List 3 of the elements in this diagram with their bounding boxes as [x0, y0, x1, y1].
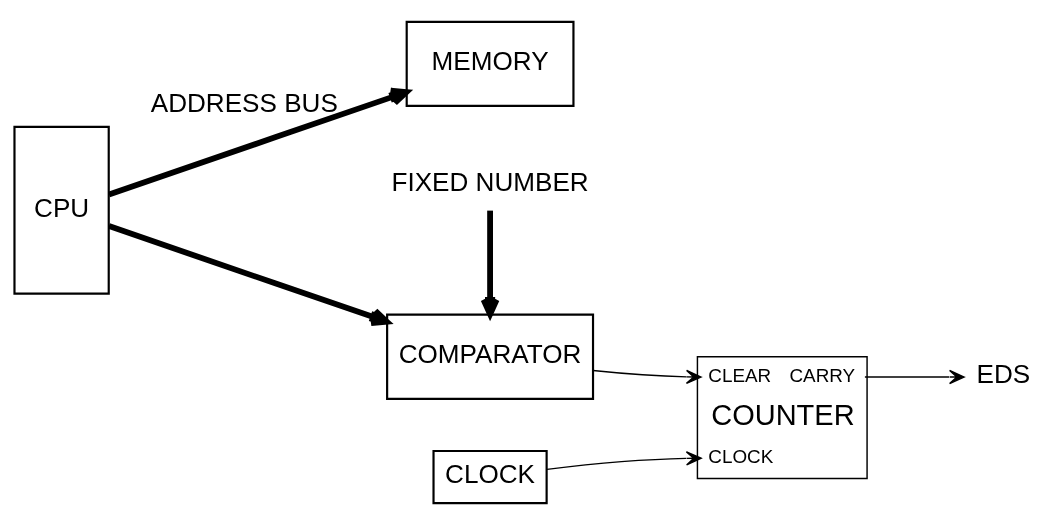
node-text: FIXED NUMBER: [391, 166, 589, 197]
edge-label: ADDRESS BUS: [150, 87, 338, 118]
node-text: EDS: [976, 358, 1031, 389]
